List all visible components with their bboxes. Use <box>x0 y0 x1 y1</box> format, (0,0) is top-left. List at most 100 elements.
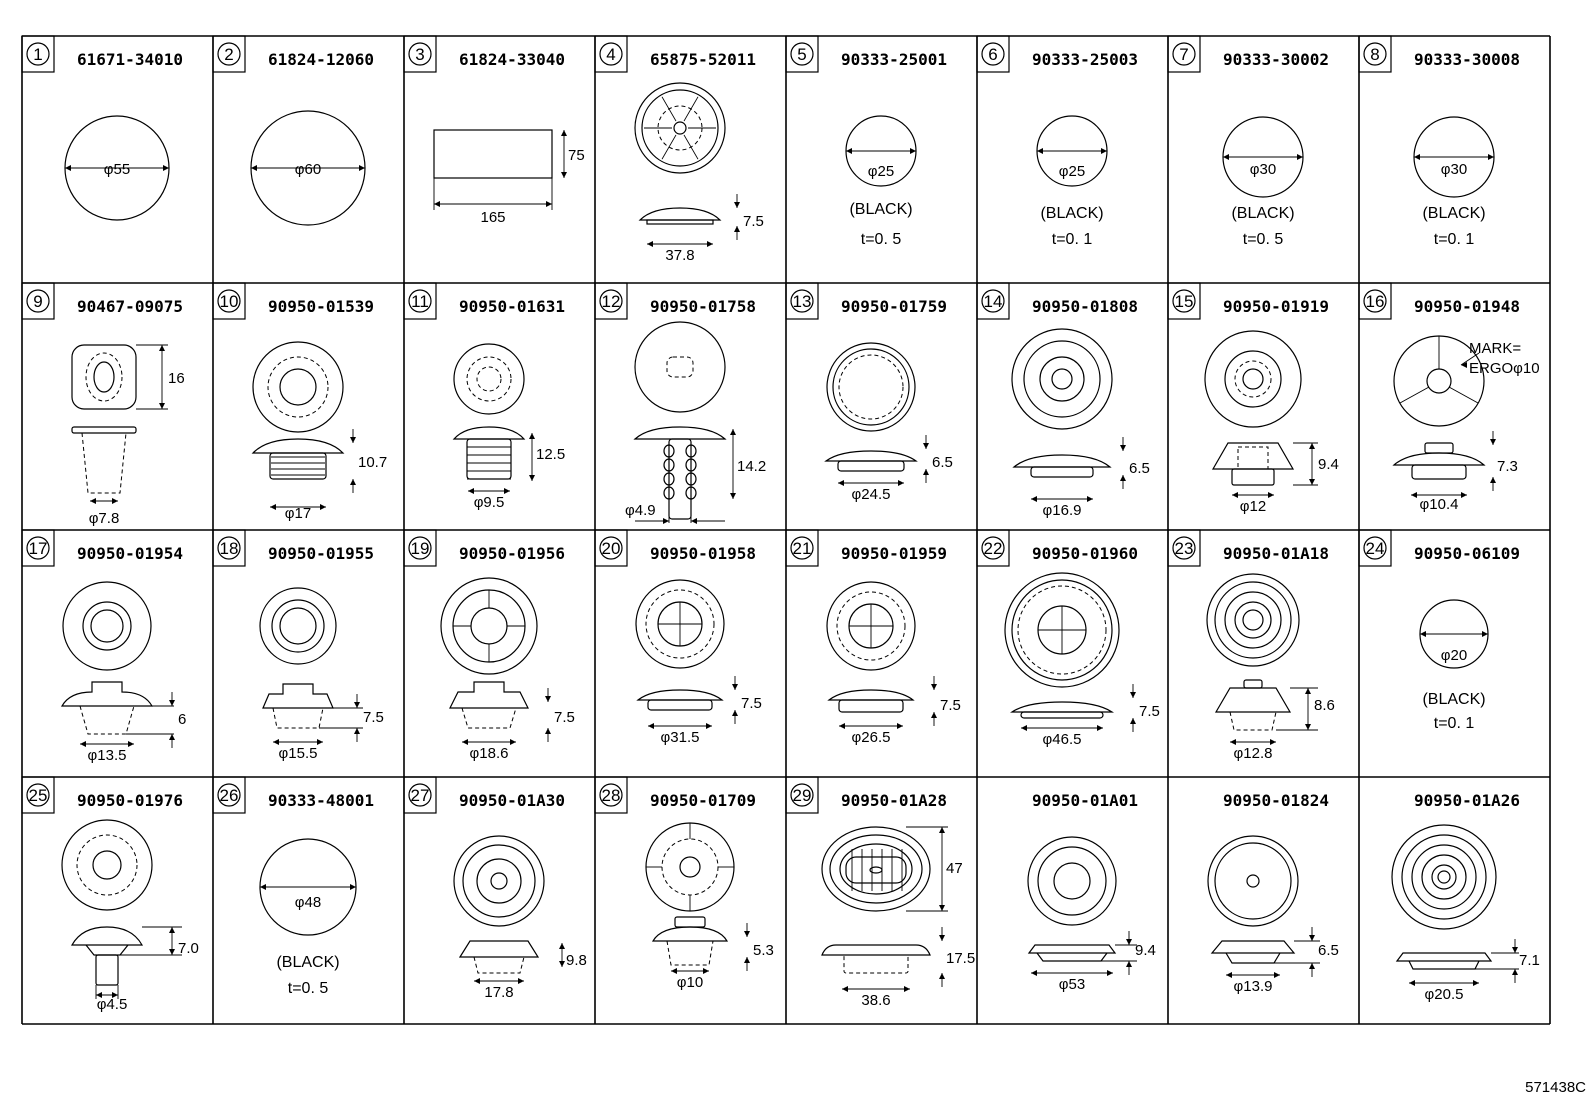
dimension-label: φ4.5 <box>97 996 128 1013</box>
outline-rect <box>1424 442 1454 454</box>
callout-box <box>212 282 246 320</box>
dimension-arrow <box>1232 492 1238 498</box>
callout-number: 13 <box>793 292 812 311</box>
outline-rect <box>71 344 137 410</box>
part-number: 90950-01709 <box>650 791 756 810</box>
dimension-arrow <box>744 957 750 963</box>
outline-rect <box>1020 711 1104 719</box>
outline-circle <box>453 835 545 927</box>
callout-box <box>1358 282 1392 320</box>
dimension-arrow <box>1490 439 1496 445</box>
dimension-arrow <box>159 403 165 409</box>
outline-rect <box>668 438 692 520</box>
callout-circle <box>1172 536 1196 560</box>
dimension-arrow <box>1420 631 1426 637</box>
outline-circle <box>1391 824 1497 930</box>
outline-rect <box>1411 464 1467 480</box>
mark-note: MARK= <box>1469 340 1521 357</box>
cap-flange <box>1392 452 1486 466</box>
outline-ellipse <box>821 826 931 912</box>
outline-circle <box>838 354 904 420</box>
callout-circle <box>599 536 623 560</box>
outline-circle <box>90 609 124 643</box>
dimension-arrow <box>169 734 175 740</box>
dimension-arrow <box>730 493 736 499</box>
dimension-arrow <box>462 739 468 745</box>
outline-circle <box>61 819 153 911</box>
outline-ellipse <box>93 361 115 393</box>
callout-circle <box>408 42 432 66</box>
outline-ellipse <box>663 486 675 500</box>
dimension-label: 165 <box>480 209 505 226</box>
stem-profile <box>272 707 324 729</box>
dimension-arrow <box>270 504 276 510</box>
dimension-label: φ26.5 <box>852 729 891 746</box>
part-number: 90950-01A01 <box>1032 791 1138 810</box>
outline-ellipse <box>663 444 675 458</box>
drawing-code: 571438C <box>1525 1079 1586 1096</box>
outline-circle <box>1204 330 1302 428</box>
dimension-label: 17.8 <box>484 984 513 1001</box>
dimension-label: 17.5 <box>946 950 975 967</box>
cap-flange <box>1012 454 1112 468</box>
outline-circle <box>466 356 512 402</box>
dimension-arrow <box>169 949 175 955</box>
callout-number: 18 <box>220 539 239 558</box>
dimension-arrow <box>939 905 945 911</box>
callout-circle <box>26 536 50 560</box>
dimension-arrow <box>838 480 844 486</box>
dimension-arrow <box>559 961 565 967</box>
dimension-arrow <box>1126 939 1132 945</box>
dimension-arrow <box>703 968 709 974</box>
dimension-arrow <box>648 723 654 729</box>
cap-flange <box>824 450 918 462</box>
dimension-arrow <box>1021 725 1027 731</box>
callout-circle <box>217 289 241 313</box>
dimension-arrow <box>350 479 356 485</box>
stem-profile <box>473 956 525 974</box>
part-number: 61824-12060 <box>268 50 374 69</box>
callout-number: 19 <box>411 539 430 558</box>
outline-circle <box>679 856 701 878</box>
callout-box <box>976 282 1010 320</box>
callout-circle <box>408 783 432 807</box>
outline-circle <box>252 341 344 433</box>
dimension-arrow <box>1309 963 1315 969</box>
dimension-arrow <box>1482 631 1488 637</box>
outline-circle <box>1037 846 1107 916</box>
dimension-label: φ17 <box>285 505 311 522</box>
outline-circle <box>826 342 916 432</box>
callout-circle <box>981 42 1005 66</box>
callout-circle <box>790 289 814 313</box>
dimension-arrow <box>1031 496 1037 502</box>
outline-circle <box>462 844 536 918</box>
dimension-arrow <box>1274 972 1280 978</box>
outline-circle <box>1214 842 1292 920</box>
dimension-arrow <box>546 201 552 207</box>
callout-number: 26 <box>220 786 239 805</box>
outline-circle <box>279 607 317 645</box>
cap-flange <box>827 689 915 701</box>
outline-circle <box>1242 609 1264 631</box>
outline-circle <box>1214 581 1292 659</box>
outline-circle <box>645 589 715 659</box>
dimension-label: φ9.5 <box>474 494 505 511</box>
cap-profile <box>651 926 729 942</box>
callout-circle <box>26 289 50 313</box>
dimension-label: 6.5 <box>1318 942 1339 959</box>
dimension-label: 9.4 <box>1318 456 1339 473</box>
dimension-arrow <box>1411 492 1417 498</box>
callout-box <box>785 776 819 814</box>
outline-circle <box>1242 368 1264 390</box>
outline-ellipse <box>829 834 923 904</box>
cap-flange <box>251 438 345 454</box>
dimension-arrow <box>734 226 740 232</box>
dimension-arrow <box>1120 475 1126 481</box>
dimension-arrow <box>529 475 535 481</box>
callout-circle <box>1363 289 1387 313</box>
